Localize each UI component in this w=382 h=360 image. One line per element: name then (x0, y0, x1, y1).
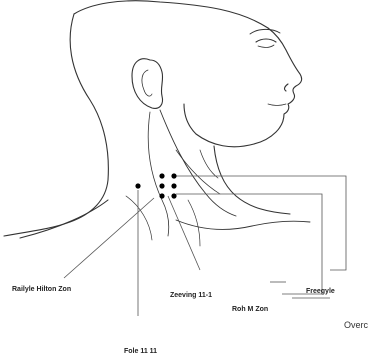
neck-muscle-3 (176, 150, 220, 194)
label-right-point: Freegyle (306, 288, 335, 296)
label-overc: Overc (344, 320, 368, 330)
sternocleidomastoid (160, 110, 236, 216)
ear-inner (142, 70, 152, 96)
back-neck (4, 14, 108, 236)
head-neck-illustration (4, 1, 310, 246)
left-shoulder (20, 200, 108, 238)
front-neck (214, 146, 290, 214)
leader-right (176, 176, 346, 270)
point-5 (171, 183, 176, 188)
point-3 (135, 183, 140, 188)
leader-lower-right (176, 194, 322, 294)
neck-muscle-2 (148, 112, 169, 236)
nostril (285, 84, 288, 91)
point-1 (159, 173, 164, 178)
jaw-line (184, 104, 254, 147)
point-6 (159, 193, 164, 198)
label-bottom-point: Fole 11 11 (124, 348, 157, 356)
point-4 (159, 183, 164, 188)
point-2 (171, 173, 176, 178)
mouth (268, 104, 286, 106)
ear (132, 59, 163, 109)
eye-lid (258, 45, 274, 47)
label-center-point: Zeeving 11-1 (170, 292, 212, 300)
label-left-point: Railyle Hilton Zon (12, 286, 71, 294)
leader-center (168, 196, 200, 270)
leader-left (64, 198, 154, 278)
skull-outline (74, 1, 268, 28)
neck-shade-2 (188, 200, 200, 246)
face-profile (254, 28, 302, 144)
neck-shade-1 (126, 196, 152, 240)
label-lower-right-point: Roh M Zon (232, 306, 268, 314)
clavicle (176, 220, 310, 229)
point-7 (171, 193, 176, 198)
eye (256, 39, 276, 42)
eyebrow (250, 29, 280, 34)
